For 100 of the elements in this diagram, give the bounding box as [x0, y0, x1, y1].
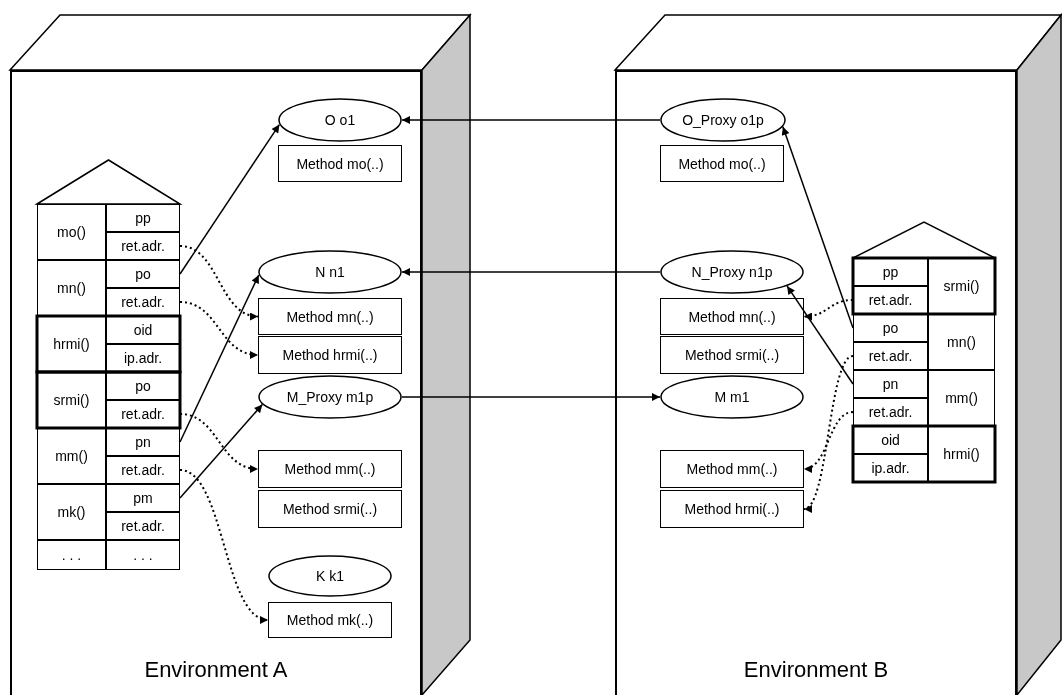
stack-entry-text: mk()	[57, 504, 86, 520]
stack-cell	[106, 428, 180, 456]
stack-entry-text: ret.adr.	[868, 348, 913, 364]
stack-entry-text: po	[135, 378, 151, 394]
dotted-arrow	[803, 411, 854, 472]
environment-label: Environment B	[743, 657, 889, 683]
stack-entry-text: ret.adr.	[121, 238, 165, 254]
method-label: Method srmi(..)	[282, 501, 378, 517]
stack-cell	[106, 372, 180, 400]
stack-cell	[106, 540, 180, 570]
dotted-arrow	[179, 469, 269, 622]
method-label: Method mn(..)	[688, 308, 776, 325]
arrow	[786, 285, 854, 385]
stack-entry-text: oid	[881, 432, 900, 448]
method-label: Method mk(..)	[286, 612, 374, 628]
stack-entry-text: pn	[135, 434, 151, 450]
stack-cell	[106, 232, 180, 260]
stack-entry-text: mm()	[55, 448, 88, 464]
arrow	[401, 268, 661, 276]
stack-entry-text: pp	[882, 264, 899, 280]
stack-entry-text: po	[882, 320, 899, 336]
stack-entry-text: ret.adr.	[121, 406, 165, 422]
stack-cell	[106, 316, 180, 344]
stack-cell	[853, 342, 928, 370]
object-label: O_Proxy o1p	[682, 112, 764, 128]
stack-cell	[106, 484, 180, 512]
stack-entry-text: srmi()	[53, 392, 90, 408]
method-label: Method mn(..)	[286, 308, 374, 325]
method-box	[258, 450, 402, 488]
stack-entry-text: hrmi()	[943, 446, 980, 462]
stack-cell	[37, 540, 106, 570]
stack-entry-text: mm()	[945, 390, 978, 406]
stack-entry-text: ip.adr.	[871, 460, 910, 476]
method-box	[660, 490, 804, 528]
stack-cell	[853, 314, 928, 342]
stack-cell	[928, 370, 995, 426]
method-box	[660, 298, 804, 335]
method-box	[258, 336, 402, 374]
stack-entry-text: ret.adr.	[121, 518, 165, 534]
stack-entry-text: mo()	[57, 224, 86, 240]
object-label: N_Proxy n1p	[691, 264, 773, 280]
dotted-arrow	[179, 413, 259, 472]
stack-entry-text: . . .	[61, 547, 82, 563]
stack-cell	[106, 204, 180, 232]
dotted-arrow	[179, 245, 259, 320]
stack-cell	[853, 454, 928, 482]
object-label: M_Proxy m1p	[286, 389, 374, 405]
object-ellipse	[258, 375, 402, 419]
stack-cell	[37, 428, 106, 484]
object-label: N n1	[315, 264, 345, 280]
object-ellipse	[258, 250, 402, 294]
stack-cell	[928, 314, 995, 370]
stack-entry-text: ret.adr.	[121, 462, 165, 478]
stack-cell	[37, 204, 106, 260]
object-ellipse	[660, 250, 804, 294]
stack-cell	[106, 512, 180, 540]
object-ellipse	[268, 555, 392, 597]
dotted-arrow	[803, 355, 854, 510]
object-ellipse	[660, 375, 804, 419]
arrow	[179, 274, 260, 443]
stack-entry-text: ip.adr.	[123, 350, 163, 366]
method-label: Method mm(..)	[284, 461, 376, 477]
arrow	[179, 123, 281, 275]
environment-label: Environment A	[144, 657, 288, 683]
method-label: Method mo(..)	[678, 155, 766, 172]
method-label: Method hrmi(..)	[684, 501, 780, 517]
stack-cell	[106, 400, 180, 428]
stack-entry-text: pn	[882, 376, 899, 392]
stack-entry-text: hrmi()	[53, 336, 90, 352]
stack-cell	[853, 258, 928, 286]
method-box	[660, 145, 784, 182]
stack-entry-text: . . .	[133, 547, 153, 563]
object-ellipse	[660, 98, 786, 142]
stack-cell	[106, 288, 180, 316]
stack-entry-text: ret.adr.	[868, 404, 913, 420]
arrow	[781, 126, 854, 329]
stack-cell	[853, 286, 928, 314]
stack-cell	[106, 260, 180, 288]
stack-entry-text: pm	[133, 490, 153, 506]
dotted-arrow	[803, 299, 854, 321]
method-box	[660, 336, 804, 374]
stack-cell	[853, 370, 928, 398]
object-label: O o1	[324, 112, 356, 128]
object-ellipse	[278, 98, 402, 142]
stack-cell	[106, 456, 180, 484]
dotted-arrow	[179, 301, 259, 359]
stack-entry-text: srmi()	[943, 278, 980, 294]
stack-entry-text: oid	[133, 322, 153, 338]
method-label: Method mo(..)	[296, 155, 384, 172]
arrow	[179, 403, 264, 499]
method-box	[660, 450, 804, 488]
method-box	[268, 602, 392, 638]
stack-cell	[853, 426, 928, 454]
object-label: K k1	[316, 568, 344, 584]
object-label: M m1	[714, 389, 750, 405]
method-label: Method srmi(..)	[684, 347, 780, 363]
stack-entry-text: ret.adr.	[868, 292, 913, 308]
method-box	[258, 298, 402, 335]
stack-entry-text: mn()	[947, 334, 976, 350]
method-box	[278, 145, 402, 182]
